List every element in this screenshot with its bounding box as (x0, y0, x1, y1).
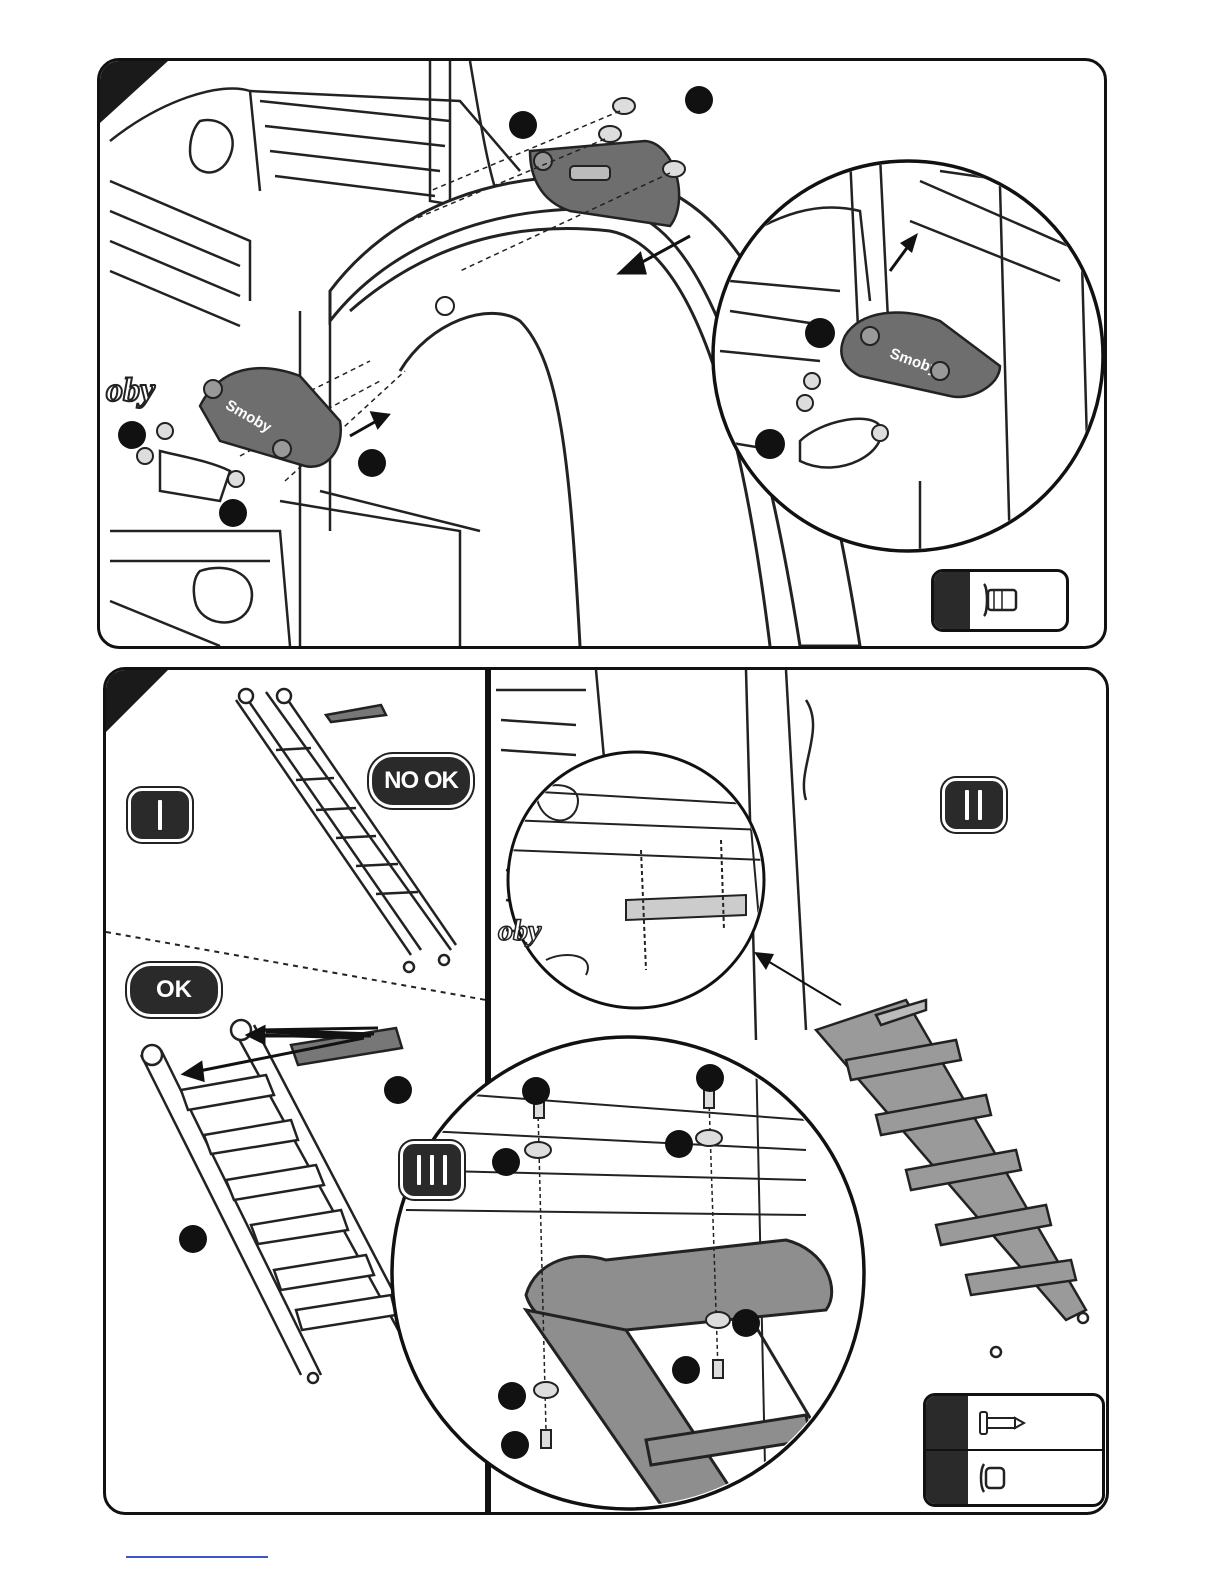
legend-divider (926, 1449, 1102, 1451)
slide-hole (436, 297, 454, 315)
assembly-step-panel-bottom: oby NO OK OK (103, 667, 1109, 1515)
legend-swatch (926, 1396, 968, 1450)
step-corner-flag (106, 670, 168, 732)
numeral-bar (443, 1155, 447, 1185)
brand-fragment-text: oby (498, 914, 542, 947)
assembly-step-panel-top: Smoby oby (97, 58, 1107, 649)
nook-label: NO OK (384, 767, 458, 795)
parts-legend-top (931, 569, 1069, 632)
numeral-bar (158, 800, 162, 830)
step-numeral-ii (942, 778, 1006, 832)
numeral-bar (978, 790, 982, 820)
brand-fragment-text: oby (106, 372, 156, 409)
playhouse-outline (110, 61, 520, 646)
direction-arrows (350, 236, 690, 436)
insert-nut-icon (978, 578, 1028, 622)
numeral-bar (965, 790, 969, 820)
ladder-wrong-orientation (236, 689, 456, 972)
parts-legend-bottom (923, 1393, 1105, 1507)
screw-icon (976, 1404, 1036, 1442)
step-corner-flag (100, 61, 168, 123)
legend-swatch (926, 1451, 968, 1505)
numeral-bar (430, 1155, 434, 1185)
ok-label-badge: OK (127, 963, 221, 1017)
nook-label-badge: NO OK (369, 754, 473, 808)
numeral-bar (417, 1155, 421, 1185)
ok-label: OK (156, 976, 192, 1004)
upper-detail-magnifier (506, 752, 766, 1008)
brace-top-right (530, 141, 679, 226)
legend-swatch (934, 572, 970, 629)
footer-underline (126, 1556, 268, 1558)
detail-magnifier: Smoby (713, 156, 1103, 551)
lower-detail-magnifier (392, 1037, 866, 1512)
brace-bottom-left: Smoby (200, 368, 341, 467)
step-numeral-iii (400, 1141, 464, 1199)
step-numeral-i (128, 788, 192, 842)
washer-cap-icon (976, 1458, 1016, 1498)
slide-attachment-illustration: Smoby oby (100, 61, 1104, 646)
